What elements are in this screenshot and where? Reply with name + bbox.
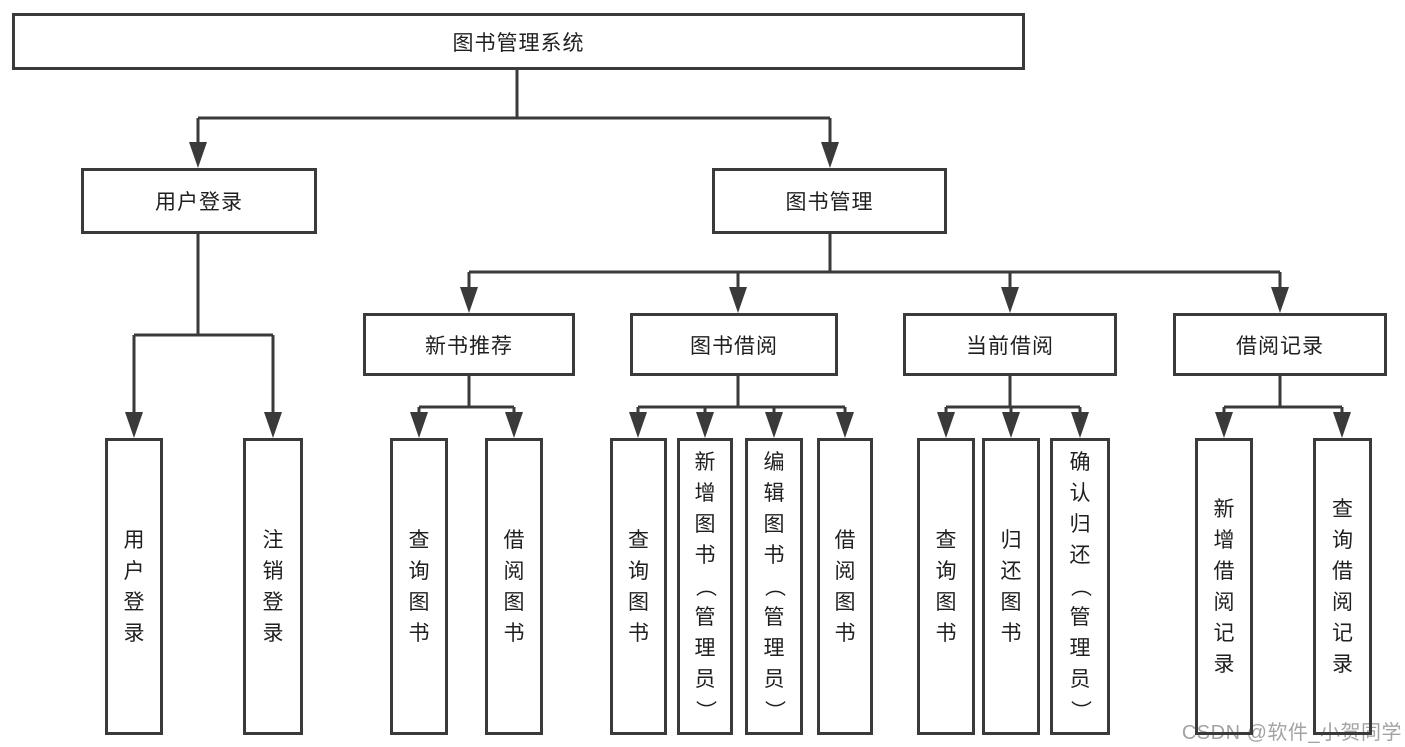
leaf-query-borrow-record: 查询借阅记录 (1313, 438, 1372, 735)
node-current-borrow: 当前借阅 (903, 313, 1117, 376)
leaf-return-book: 归还图书 (982, 438, 1040, 735)
node-label: 借阅记录 (1236, 334, 1324, 358)
leaf-logout: 注销登录 (243, 438, 303, 735)
leaf-query-books: 查询图书 (917, 438, 975, 735)
connector-new-book-recommend-children (410, 376, 523, 438)
connector-borrow-records-children (1215, 376, 1351, 438)
connector-current-borrow-children (937, 376, 1089, 438)
leaf-query-books: 查询图书 (390, 438, 448, 735)
csdn-watermark: CSDN @软件_小贺同学 (1181, 722, 1402, 744)
node-new-book-recommend: 新书推荐 (363, 313, 575, 376)
connector-user-login-children (125, 234, 282, 438)
leaf-add-borrow-record: 新增借阅记录 (1195, 438, 1253, 735)
leaf-borrow-books: 借阅图书 (485, 438, 543, 735)
node-label: 图书管理系统 (452, 31, 585, 55)
node-user-login: 用户登录 (81, 168, 317, 234)
leaf-user-login: 用户登录 (105, 438, 163, 735)
node-borrow-records: 借阅记录 (1173, 313, 1387, 376)
node-library-management-system: 图书管理系统 (12, 13, 1025, 70)
node-label: 新书推荐 (425, 334, 513, 358)
connector-book-management-children (460, 234, 1289, 313)
leaf-add-book-admin: 新增图书（管理员） (677, 438, 733, 735)
node-label: 图书借阅 (690, 334, 778, 358)
node-book-management: 图书管理 (712, 168, 947, 234)
node-label: 图书管理 (785, 191, 874, 214)
node-book-borrow: 图书借阅 (630, 313, 838, 376)
leaf-borrow-books: 借阅图书 (817, 438, 873, 735)
leaf-confirm-return-admin: 确认归还（管理员） (1050, 438, 1110, 735)
connector-book-borrow-children (629, 376, 854, 438)
node-label: 用户登录 (155, 191, 243, 214)
node-label: 当前借阅 (966, 334, 1054, 358)
connector-root-to-level2 (189, 69, 839, 168)
leaf-edit-book-admin: 编辑图书（管理员） (745, 438, 803, 735)
leaf-query-books: 查询图书 (610, 438, 667, 735)
